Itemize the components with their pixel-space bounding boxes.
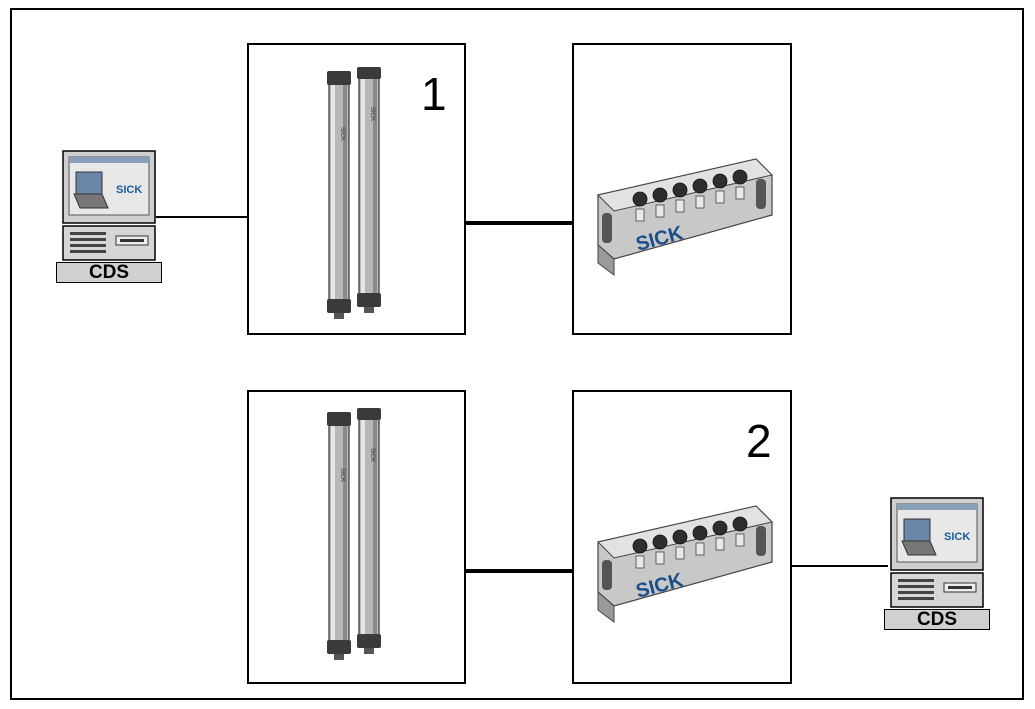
- connection-module-icon: SICK: [597, 505, 773, 623]
- wire-sensor-to-module-bottom: [464, 569, 574, 573]
- diagram-frame: [10, 8, 1024, 700]
- wire-pc-to-sensor-top: [156, 216, 248, 218]
- box-light-curtain-bottom: SICK SICK: [247, 390, 466, 684]
- connection-module-icon: SICK: [597, 158, 773, 276]
- pc-screen-brand-text: SICK: [944, 531, 971, 543]
- wire-sensor-to-module-top: [464, 221, 574, 225]
- box-number-2: 2: [746, 415, 772, 467]
- cds-label-right: CDS: [884, 609, 990, 630]
- box-connection-module-top: SICK: [572, 43, 792, 335]
- pc-screen-brand-text: SICK: [116, 184, 143, 196]
- monitor-icon: [62, 150, 156, 261]
- cds-label-left: CDS: [56, 262, 162, 283]
- box-connection-module-bottom: 2 SICK: [572, 390, 792, 684]
- light-curtain-icon: SICK SICK: [327, 408, 381, 660]
- box-number-1: 1: [421, 68, 447, 120]
- pc-workstation-right: SICK CDS: [884, 497, 990, 631]
- svg-text:SICK: SICK: [339, 468, 345, 482]
- light-curtain-icon: SICK SICK: [327, 67, 381, 319]
- wire-module-to-pc-bottom: [790, 565, 888, 567]
- box-light-curtain-top: 1 SICK SICK: [247, 43, 466, 335]
- svg-text:SICK: SICK: [369, 448, 375, 462]
- svg-text:SICK: SICK: [339, 127, 345, 141]
- pc-workstation-left: SICK CDS: [56, 150, 162, 284]
- svg-text:SICK: SICK: [369, 107, 375, 121]
- monitor-icon: [890, 497, 984, 608]
